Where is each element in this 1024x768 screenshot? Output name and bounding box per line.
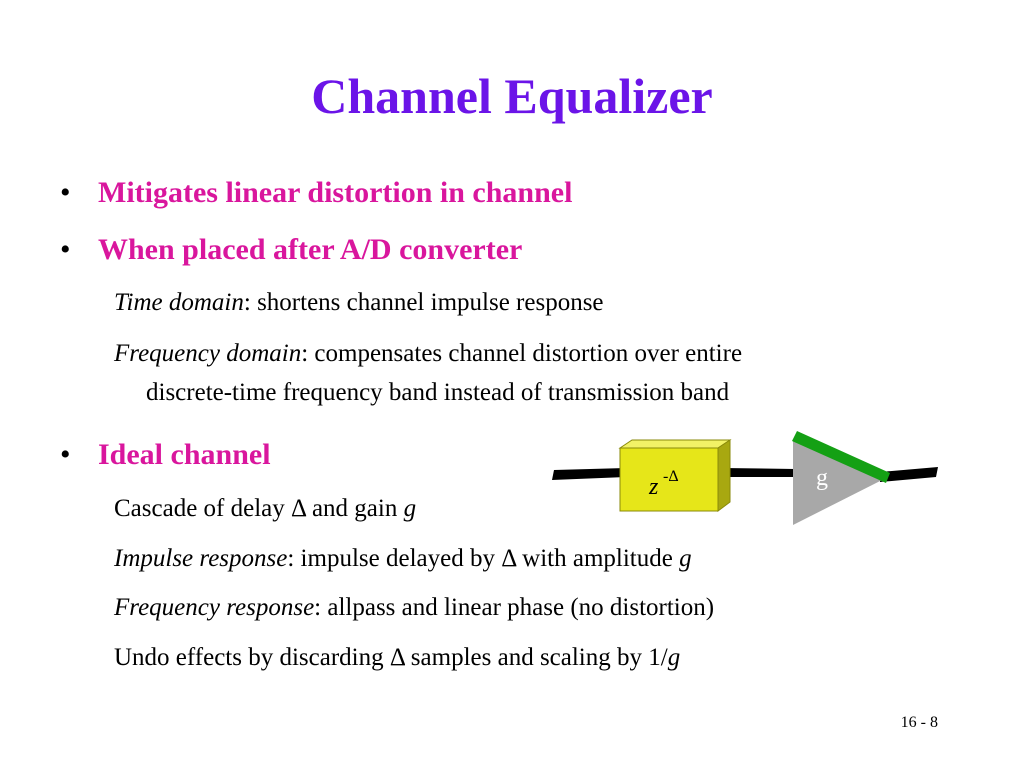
bullet-marker: • [60,176,71,209]
channel-block-diagram: z -Δ g [552,431,938,525]
bullet-text: Mitigates linear distortion in channel [98,176,573,209]
subitem-impulse-response: Impulse response: impulse delayed by Δ w… [114,544,692,574]
term-label: Frequency domain [114,340,302,367]
gain-label: g [816,465,828,491]
gain-triangle-edge [792,431,890,483]
subitem-text: Undo effects by discarding Δ samples and… [114,644,668,671]
subitem-time-domain: Time domain: shortens channel impulse re… [114,288,604,318]
term-label: Time domain [114,289,244,316]
subitem-frequency-domain-continued: discrete-time frequency band instead of … [146,379,730,406]
subitem-frequency-domain: Frequency domain: compensates channel di… [114,339,742,369]
delay-block-front [619,447,719,512]
bullet-item-ideal-channel: • Ideal channel [60,437,271,473]
term-description: : compensates channel distortion over en… [301,340,743,367]
gain-variable: g [403,495,417,522]
gain-variable: g [679,545,692,572]
bullet-text: Ideal channel [98,438,271,471]
term-description: : allpass and linear phase (no distortio… [314,594,715,621]
delay-block: z -Δ [618,439,732,512]
bullet-marker: • [60,233,71,266]
subitem-text: Cascade of delay Δ and gain [114,495,404,522]
delay-block-top [618,439,732,449]
middle-wire [722,468,795,477]
term-label: Impulse response [114,545,288,572]
term-label: Frequency response [114,594,315,621]
bullet-item-after-ad: • When placed after A/D converter [60,232,522,268]
bullet-text: When placed after A/D converter [98,233,523,266]
output-wire [880,467,938,482]
term-description: : shortens channel impulse response [243,289,604,316]
delay-label: z [648,474,659,500]
delay-exponent: -Δ [663,468,679,485]
page-number: 16 - 8 [900,714,938,731]
bullet-marker: • [60,438,71,471]
subitem-frequency-response: Frequency response: allpass and linear p… [114,593,714,623]
subitem-undo-effects: Undo effects by discarding Δ samples and… [114,643,680,673]
subitem-cascade: Cascade of delay Δ and gain g [114,494,416,524]
gain-variable: g [667,644,681,671]
bullet-item-linear-distortion: • Mitigates linear distortion in channel [60,175,572,211]
gain-triangle [793,441,888,525]
gain-block: g [792,431,890,525]
term-description: : impulse delayed by Δ with amplitude [287,545,680,572]
slide-title: Channel Equalizer [311,68,713,124]
delay-block-side [717,439,731,512]
input-wire [552,468,626,480]
